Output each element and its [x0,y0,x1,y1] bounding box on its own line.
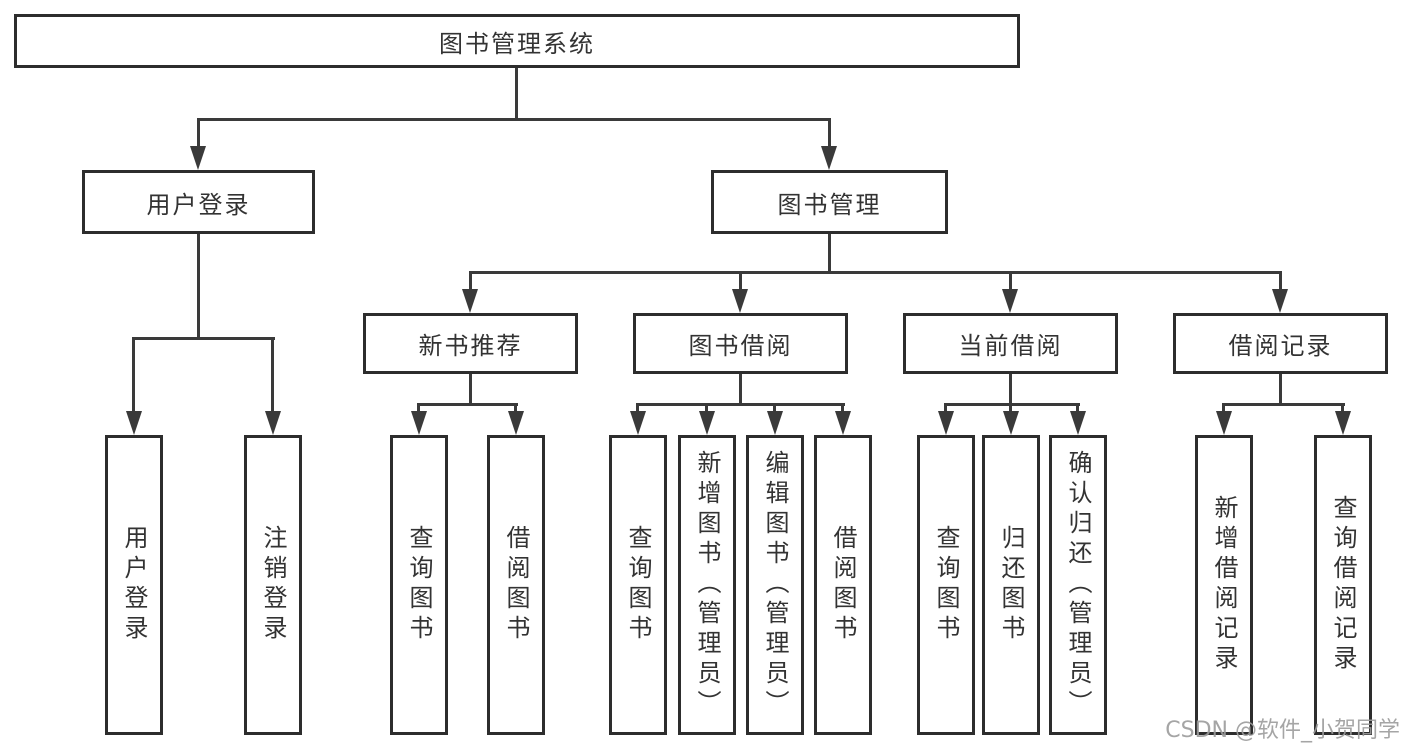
arrow-down-icon [1272,289,1288,313]
connector-line [1009,271,1012,293]
connector-line [271,337,274,415]
leaf-user-login: 用户登录 [105,435,163,735]
leaf-add-book-admin: 新增图书（管理员） [678,435,736,735]
leaf-edit-book-admin: 编辑图书（管理员） [746,435,804,735]
connector-line [1009,374,1012,405]
arrow-down-icon [462,289,478,313]
connector-line [1222,403,1225,413]
leaf-return-book: 归还图书 [982,435,1040,735]
connector-line [197,118,831,121]
connector-line [841,403,844,413]
leaf-label: 用户登录 [120,525,148,645]
connector-line [1341,403,1344,413]
node-book-borrow: 图书借阅 [633,313,848,374]
connector-line [1076,403,1079,413]
csdn-watermark: CSDN @软件_小贺同学 [1165,718,1400,743]
leaf-label: 归还图书 [997,525,1025,645]
arrow-down-icon [190,146,206,170]
node-user-login: 用户登录 [82,170,315,234]
connector-line [773,403,776,413]
arrow-down-icon [835,411,851,435]
connector-line [469,271,472,293]
leaf-label: 查询图书 [932,525,960,645]
leaf-label: 编辑图书（管理员） [761,450,789,720]
leaf-add-borrow-record: 新增借阅记录 [1195,435,1253,735]
leaf-label: 借阅图书 [829,525,857,645]
connector-line [469,271,1282,274]
leaf-label: 查询借阅记录 [1329,495,1357,675]
connector-line [1279,271,1282,293]
connector-line [944,403,947,413]
leaf-logout: 注销登录 [244,435,302,735]
leaf-borrow-books: 借阅图书 [814,435,872,735]
connector-line [1009,403,1012,413]
arrow-down-icon [265,411,281,435]
arrow-down-icon [699,411,715,435]
arrow-down-icon [508,411,524,435]
leaf-label: 查询图书 [624,525,652,645]
connector-line [828,234,831,271]
connector-line [828,118,831,150]
connector-line [515,68,518,121]
connector-line [418,403,518,406]
node-new-book-recommend: 新书推荐 [363,313,578,374]
leaf-query-books-recommend: 查询图书 [390,435,448,735]
connector-line [705,403,708,413]
leaf-query-borrow-record: 查询借阅记录 [1314,435,1372,735]
arrow-down-icon [630,411,646,435]
leaf-confirm-return-admin: 确认归还（管理员） [1049,435,1107,735]
connector-line [739,374,742,405]
connector-line [132,337,135,415]
connector-line [469,374,472,405]
arrow-down-icon [1335,411,1351,435]
arrow-down-icon [821,146,837,170]
arrow-down-icon [1002,289,1018,313]
connector-line [197,234,200,337]
leaf-label: 新增图书（管理员） [693,450,721,720]
connector-line [197,118,200,150]
leaf-label: 新增借阅记录 [1210,495,1238,675]
connector-line [637,403,845,406]
leaf-query-books-current: 查询图书 [917,435,975,735]
leaf-label: 注销登录 [259,525,287,645]
arrow-down-icon [126,411,142,435]
arrow-down-icon [411,411,427,435]
arrow-down-icon [1070,411,1086,435]
arrow-down-icon [1216,411,1232,435]
arrow-down-icon [732,289,748,313]
leaf-label: 查询图书 [405,525,433,645]
arrow-down-icon [767,411,783,435]
connector-line [514,403,517,413]
arrow-down-icon [938,411,954,435]
connector-line [636,403,639,413]
connector-line [739,271,742,293]
leaf-borrow-books-recommend: 借阅图书 [487,435,545,735]
node-book-management: 图书管理 [711,170,948,234]
connector-line [1223,403,1345,406]
node-root: 图书管理系统 [14,14,1020,68]
arrow-down-icon [1003,411,1019,435]
connector-line [417,403,420,413]
connector-line [1279,374,1282,405]
leaf-label: 确认归还（管理员） [1064,450,1092,720]
node-borrow-records: 借阅记录 [1173,313,1388,374]
connector-line [133,337,275,340]
leaf-query-books-borrow: 查询图书 [609,435,667,735]
leaf-label: 借阅图书 [502,525,530,645]
connector-line [945,403,1080,406]
node-current-borrow: 当前借阅 [903,313,1118,374]
